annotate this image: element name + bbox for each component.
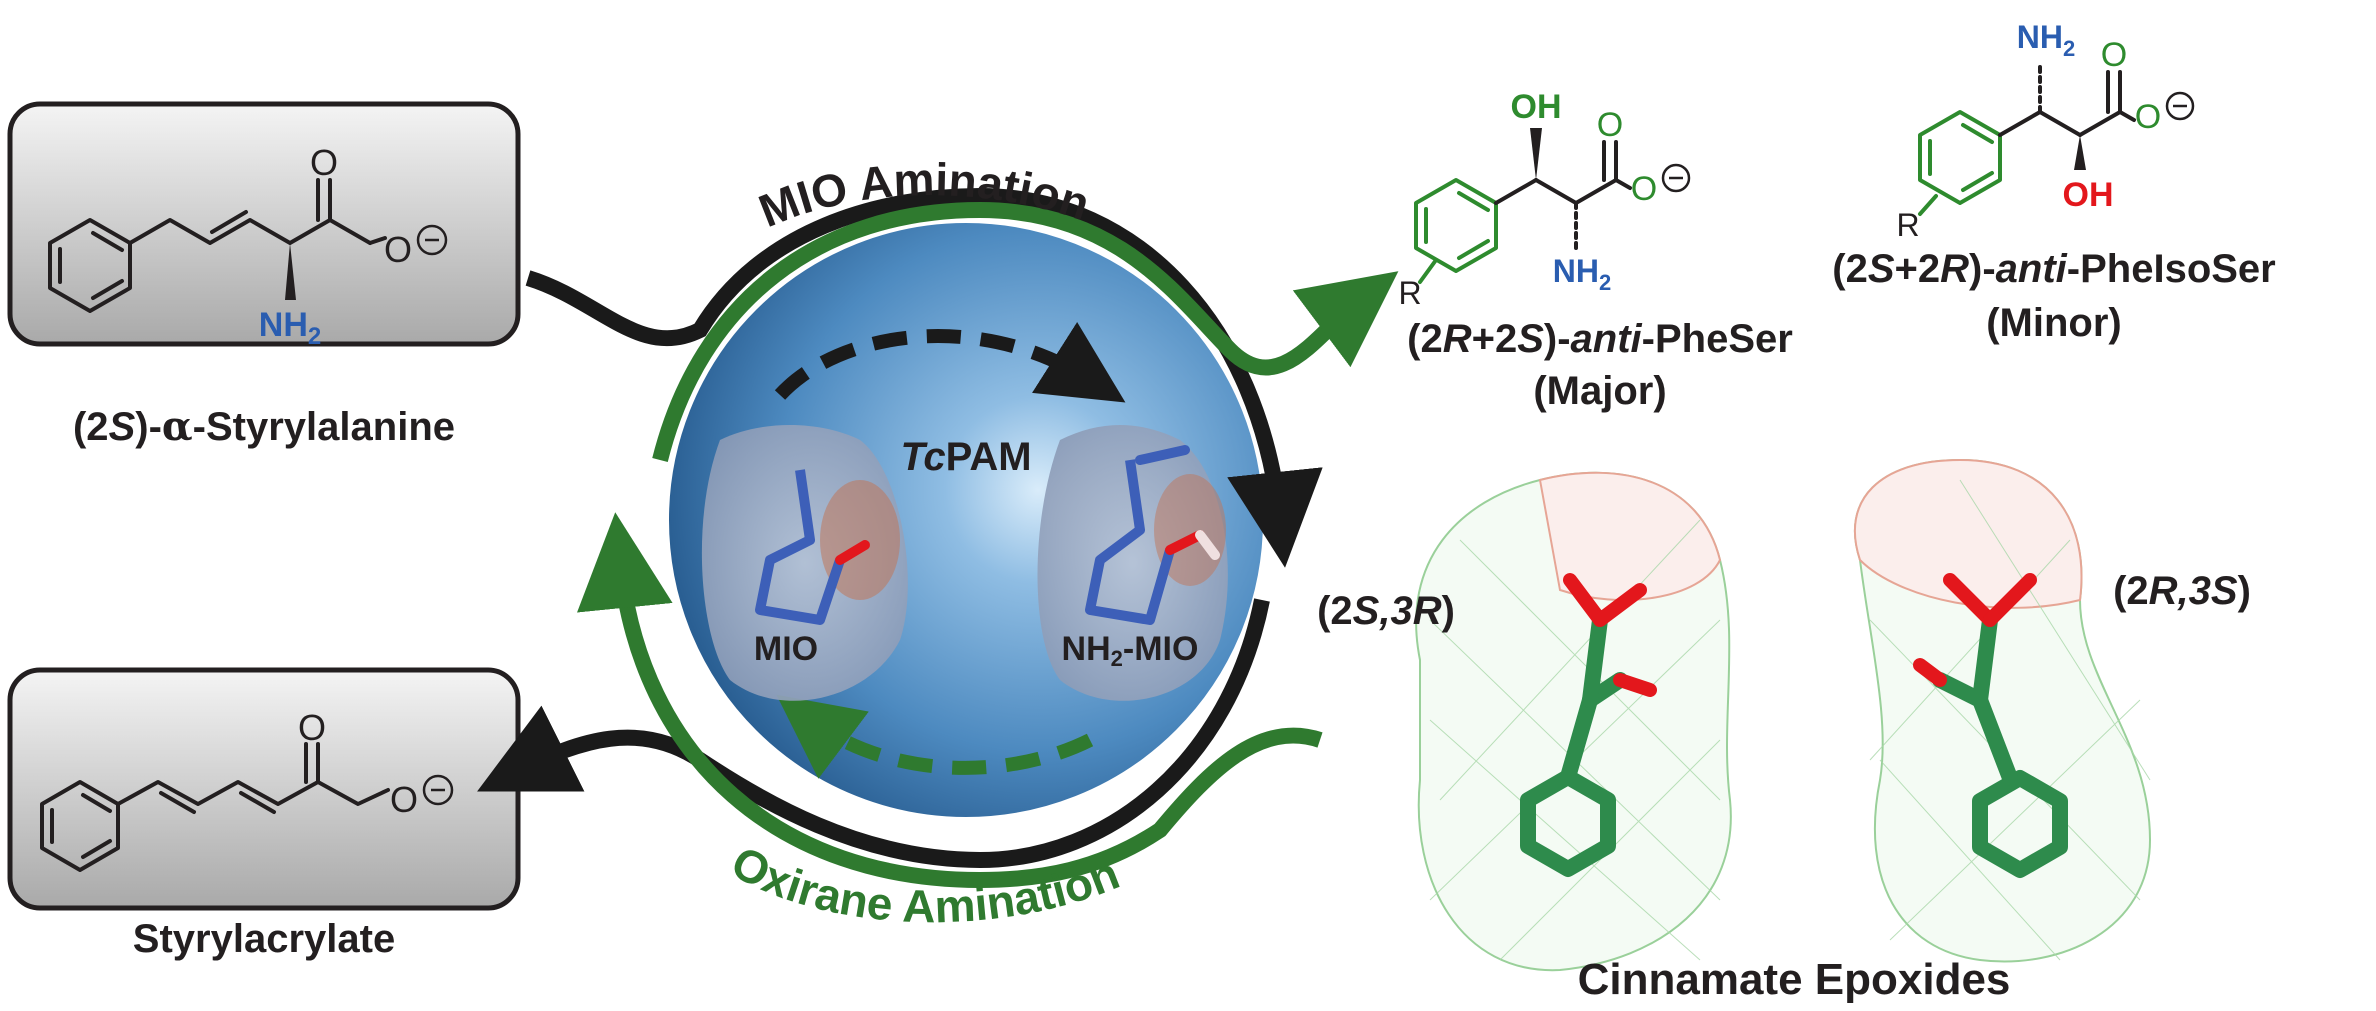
minor-r-group: R <box>1896 207 1919 243</box>
substrate-carbonyl-o: O <box>310 142 338 183</box>
epoxides-caption: Cinnamate Epoxides <box>1578 955 2011 1004</box>
minor-amine: NH2 <box>2017 19 2075 61</box>
major-product-name: (2R+2S)-anti-PheSer <box>1407 317 1793 361</box>
major-product-structure <box>1414 128 1632 284</box>
byproduct-carbonyl-o: O <box>298 707 326 748</box>
inner-dashed-black-arrow <box>774 322 1126 403</box>
minor-product-structure <box>1918 64 2136 216</box>
substrate-box <box>7 101 521 347</box>
byproduct-release-arrow <box>477 598 1270 869</box>
minor-product-name: (2S+2R)-anti-PheIsoSer <box>1832 247 2276 291</box>
epoxide-right-mesh <box>1854 458 2152 963</box>
major-amine: NH2 <box>1553 253 1611 295</box>
minor-product-qualifier: (Minor) <box>1986 301 2122 345</box>
oxirane-amination-arrow <box>577 512 1323 889</box>
substrate-carboxylate-o: O <box>384 229 412 270</box>
epoxide-right-label: (2R,3S) <box>2113 569 2251 613</box>
byproduct-name: Styrylacrylate <box>133 917 395 961</box>
epoxide-left-label: (2S,3R) <box>1317 589 1455 633</box>
major-carbonyl-o: O <box>1597 106 1623 144</box>
minor-hydroxyl: OH <box>2063 176 2114 214</box>
substrate-amine: NH2 <box>259 306 321 350</box>
major-hydroxyl: OH <box>1511 88 1562 126</box>
mio-state-label: MIO <box>754 630 818 668</box>
minus-charge-icon <box>422 774 454 806</box>
epoxide-left-mesh <box>1415 471 1732 972</box>
minus-charge-icon <box>416 224 448 256</box>
mio-pocket <box>701 425 908 701</box>
minor-carbonyl-o: O <box>2101 36 2127 74</box>
nh2-mio-state-label: NH2-MIO <box>1062 630 1199 671</box>
product-release-arrow <box>652 201 1399 462</box>
minus-charge-icon <box>2165 91 2195 121</box>
enzyme-label: TcPAM <box>900 435 1031 479</box>
byproduct-box <box>7 667 521 911</box>
minus-charge-icon <box>1661 163 1691 193</box>
byproduct-carboxylate-o: O <box>390 779 418 820</box>
major-product-qualifier: (Major) <box>1533 369 1666 413</box>
nh2-mio-pocket <box>1037 425 1228 701</box>
major-carboxylate-o: O <box>1631 170 1657 208</box>
minor-carboxylate-o: O <box>2135 98 2161 136</box>
major-r-group: R <box>1398 275 1421 311</box>
substrate-name: (2S)-α-Styrylalanine <box>73 403 455 450</box>
